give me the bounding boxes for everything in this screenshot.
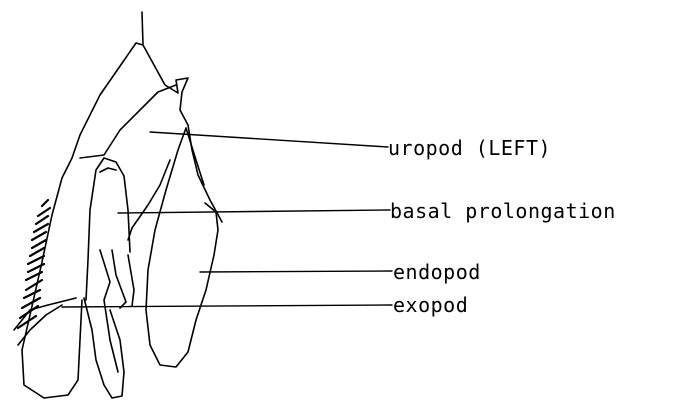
uropod-outline xyxy=(21,11,223,399)
label-uropod: uropod (LEFT) xyxy=(388,136,552,160)
leader-line-exopod xyxy=(61,304,393,308)
spine-outline xyxy=(99,249,135,373)
endopod-outline xyxy=(127,127,219,368)
label-basal-prolongation: basal prolongation xyxy=(390,199,616,223)
basal-prolongation-outline xyxy=(85,157,131,301)
leader-line-endopod xyxy=(199,270,393,273)
leader-line-basal xyxy=(117,209,391,214)
exopod-outline xyxy=(13,297,125,399)
label-endopod: endopod xyxy=(393,260,481,284)
setae-fringe xyxy=(16,198,52,330)
leader-line-uropod xyxy=(149,131,389,148)
label-exopod: exopod xyxy=(393,293,469,317)
